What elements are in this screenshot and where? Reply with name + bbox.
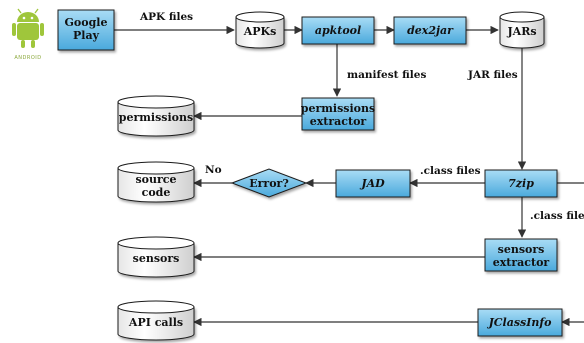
label-class-files-sensors: .class files <box>530 210 584 222</box>
permissions-extractor-label-line-2: extractor <box>310 115 367 128</box>
permissions-store: permissions <box>117 95 195 137</box>
google-play-label-line-1: Google <box>65 16 108 29</box>
permissions-label: permissions <box>119 111 193 124</box>
android-logo: ANDROID <box>12 8 44 61</box>
edge-labels: APK files manifest files JAR files .clas… <box>139 11 584 222</box>
label-manifest-files: manifest files <box>347 69 426 81</box>
permissions-extractor-label-line-1: permissions <box>301 102 375 115</box>
sensors-extractor-label-line-1: sensors <box>498 243 545 256</box>
apktool-label: apktool <box>315 24 361 37</box>
error-decision: Error? <box>230 168 308 198</box>
apktool-box: apktool <box>301 16 375 45</box>
source-code-label-line-1: source <box>135 173 176 186</box>
apks-store: APKs <box>235 11 285 49</box>
android-caption: ANDROID <box>14 55 41 61</box>
jars-store: JARs <box>499 11 545 49</box>
label-jar-files: JAR files <box>467 69 518 81</box>
google-play-label-line-2: Play <box>73 29 100 42</box>
jclassinfo-label: JClassInfo <box>487 316 552 329</box>
dex2jar-label: dex2jar <box>407 24 454 37</box>
label-no: No <box>205 164 222 176</box>
sensors-label: sensors <box>133 252 180 265</box>
apks-label: APKs <box>243 25 277 38</box>
jclassinfo-box: JClassInfo <box>477 308 563 337</box>
dex2jar-box: dex2jar <box>393 16 467 45</box>
7zip-box: 7zip <box>484 169 558 198</box>
android-robot-icon <box>12 8 44 48</box>
source-code-label-line-2: code <box>142 186 171 199</box>
jars-label: JARs <box>506 25 536 38</box>
error-label: Error? <box>249 177 289 190</box>
sensors-extractor-label-line-2: extractor <box>493 256 550 269</box>
api-calls-label: API calls <box>128 316 183 329</box>
label-class-files-jad: .class files <box>420 165 481 177</box>
label-apk-files: APK files <box>139 11 193 23</box>
jad-box: JAD <box>335 169 411 198</box>
sensors-store: sensors <box>117 236 195 278</box>
connectors <box>114 25 584 327</box>
api-calls-store: API calls <box>117 300 195 341</box>
7zip-label: 7zip <box>508 177 534 190</box>
jad-label: JAD <box>359 177 385 190</box>
